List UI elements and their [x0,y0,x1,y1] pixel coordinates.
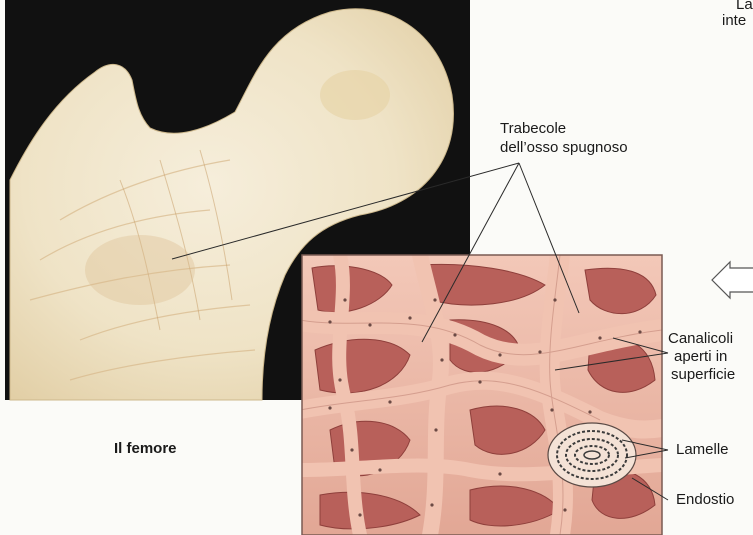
trabecole-label-line1: Trabecole [500,120,566,138]
trabecular-inset [300,255,662,535]
corner-label-bottom: inte [722,12,746,30]
arrow-icon [712,262,753,298]
canalicoli-label-line3: superficie [671,366,735,384]
lamellae-cross-section [548,423,636,487]
endostio-label: Endostio [676,491,734,509]
trabecole-label-line2: dell’osso spugnoso [500,139,628,157]
lamelle-label: Lamelle [676,441,729,459]
femore-caption: Il femore [114,440,177,458]
canalicoli-label-line2: aperti in [674,348,727,366]
canalicoli-label-line1: Canalicoli [668,330,733,348]
